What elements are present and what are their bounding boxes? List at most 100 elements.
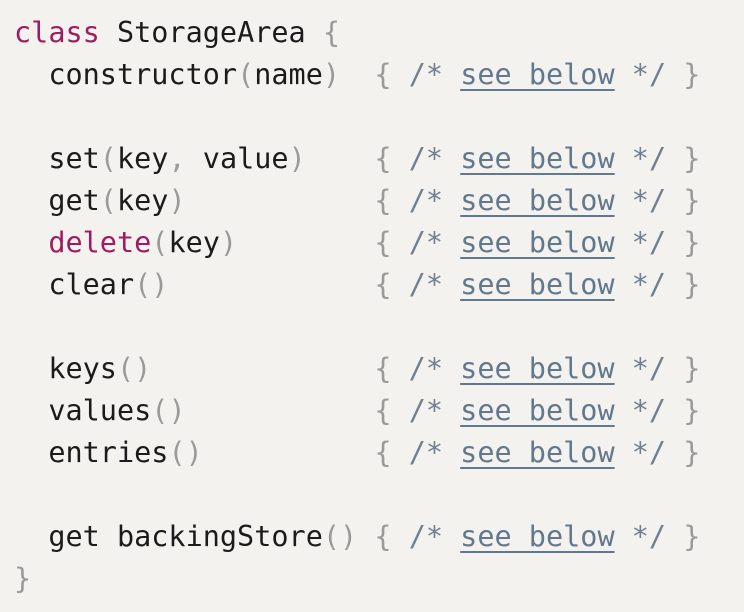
- token-punct: }: [683, 352, 701, 385]
- token-comment: */: [614, 268, 684, 301]
- token-plain: [168, 268, 374, 301]
- token-comment: /*: [408, 184, 461, 217]
- token-plain: key: [168, 226, 220, 259]
- token-plain: [306, 142, 375, 175]
- code-line: [14, 474, 730, 516]
- token-plain: [151, 352, 374, 385]
- token-comment: /*: [408, 394, 461, 427]
- token-plain: [186, 394, 375, 427]
- token-comment: /*: [408, 268, 461, 301]
- token-plain: [186, 184, 375, 217]
- code-line: clear() { /* see below */ }: [14, 264, 730, 306]
- token-plain: set: [14, 142, 100, 175]
- token-punct: ): [322, 58, 341, 91]
- code-line: get backingStore() { /* see below */ }: [14, 516, 730, 558]
- token-punct: (): [168, 436, 203, 469]
- token-punct: }: [683, 394, 701, 427]
- token-plain: [14, 226, 48, 259]
- code-line: constructor(name) { /* see below */ }: [14, 54, 730, 96]
- token-punct: (): [322, 520, 358, 553]
- token-plain: clear: [14, 268, 135, 301]
- token-keyword: class: [14, 16, 100, 49]
- code-line: get(key) { /* see below */ }: [14, 180, 730, 222]
- token-punct: }: [14, 562, 32, 595]
- token-comment: */: [614, 352, 684, 385]
- token-punct: }: [683, 436, 701, 469]
- token-plain: entries: [14, 436, 169, 469]
- token-comment: /*: [408, 436, 461, 469]
- token-plain: StorageArea: [99, 16, 323, 49]
- token-punct: ,: [168, 142, 203, 175]
- token-comment: */: [614, 520, 684, 553]
- token-punct: {: [322, 16, 341, 49]
- see-below-link[interactable]: see below: [460, 184, 615, 217]
- token-plain: [357, 520, 374, 553]
- token-punct: }: [683, 142, 701, 175]
- token-comment: /*: [408, 226, 461, 259]
- token-comment: */: [614, 394, 684, 427]
- code-line: }: [14, 558, 730, 600]
- token-plain: values: [14, 394, 152, 427]
- code-line: keys() { /* see below */ }: [14, 348, 730, 390]
- see-below-link[interactable]: see below: [460, 394, 615, 427]
- code-line: class StorageArea {: [14, 12, 730, 54]
- token-punct: {: [374, 352, 409, 385]
- token-punct: {: [374, 142, 409, 175]
- token-punct: {: [374, 184, 409, 217]
- token-punct: ): [288, 142, 306, 175]
- token-punct: {: [374, 436, 409, 469]
- token-punct: ): [219, 226, 238, 259]
- token-punct: (: [99, 142, 117, 175]
- token-comment: /*: [408, 142, 461, 175]
- token-plain: constructor: [14, 58, 238, 91]
- token-punct: {: [374, 226, 409, 259]
- token-comment: */: [614, 142, 684, 175]
- see-below-link[interactable]: see below: [460, 436, 615, 469]
- token-punct: {: [374, 520, 409, 553]
- token-plain: [340, 58, 374, 91]
- token-punct: }: [683, 184, 701, 217]
- token-plain: name: [254, 58, 323, 91]
- token-punct: (): [116, 352, 152, 385]
- code-line: set(key, value) { /* see below */ }: [14, 138, 730, 180]
- code-lines-container: class StorageArea { constructor(name) { …: [14, 12, 730, 600]
- token-punct: ): [168, 184, 186, 217]
- code-line: [14, 96, 730, 138]
- token-plain: key: [116, 184, 169, 217]
- code-line: values() { /* see below */ }: [14, 390, 730, 432]
- token-comment: */: [614, 226, 684, 259]
- token-punct: {: [374, 268, 409, 301]
- see-below-link[interactable]: see below: [460, 58, 615, 91]
- see-below-link[interactable]: see below: [460, 352, 615, 385]
- see-below-link[interactable]: see below: [460, 226, 615, 259]
- token-comment: */: [614, 184, 684, 217]
- token-plain: key: [116, 142, 169, 175]
- token-keyword: delete: [48, 226, 152, 259]
- token-punct: (): [151, 394, 186, 427]
- see-below-link[interactable]: see below: [460, 268, 615, 301]
- token-punct: {: [374, 394, 409, 427]
- token-punct: (: [99, 184, 117, 217]
- token-plain: [203, 436, 375, 469]
- token-plain: keys: [14, 352, 117, 385]
- token-comment: /*: [408, 520, 461, 553]
- token-punct: }: [683, 58, 701, 91]
- token-plain: get backingStore: [14, 520, 323, 553]
- token-plain: [237, 226, 374, 259]
- token-punct: (: [237, 58, 255, 91]
- token-punct: }: [683, 520, 701, 553]
- token-punct: (: [151, 226, 169, 259]
- see-below-link[interactable]: see below: [460, 520, 615, 553]
- token-comment: */: [614, 436, 684, 469]
- token-punct: {: [374, 58, 409, 91]
- token-plain: value: [202, 142, 289, 175]
- token-punct: }: [683, 268, 701, 301]
- token-punct: }: [683, 226, 701, 259]
- token-punct: (): [134, 268, 169, 301]
- code-line: entries() { /* see below */ }: [14, 432, 730, 474]
- code-snippet: class StorageArea { constructor(name) { …: [14, 12, 730, 600]
- see-below-link[interactable]: see below: [460, 142, 615, 175]
- code-line: [14, 306, 730, 348]
- code-line: delete(key) { /* see below */ }: [14, 222, 730, 264]
